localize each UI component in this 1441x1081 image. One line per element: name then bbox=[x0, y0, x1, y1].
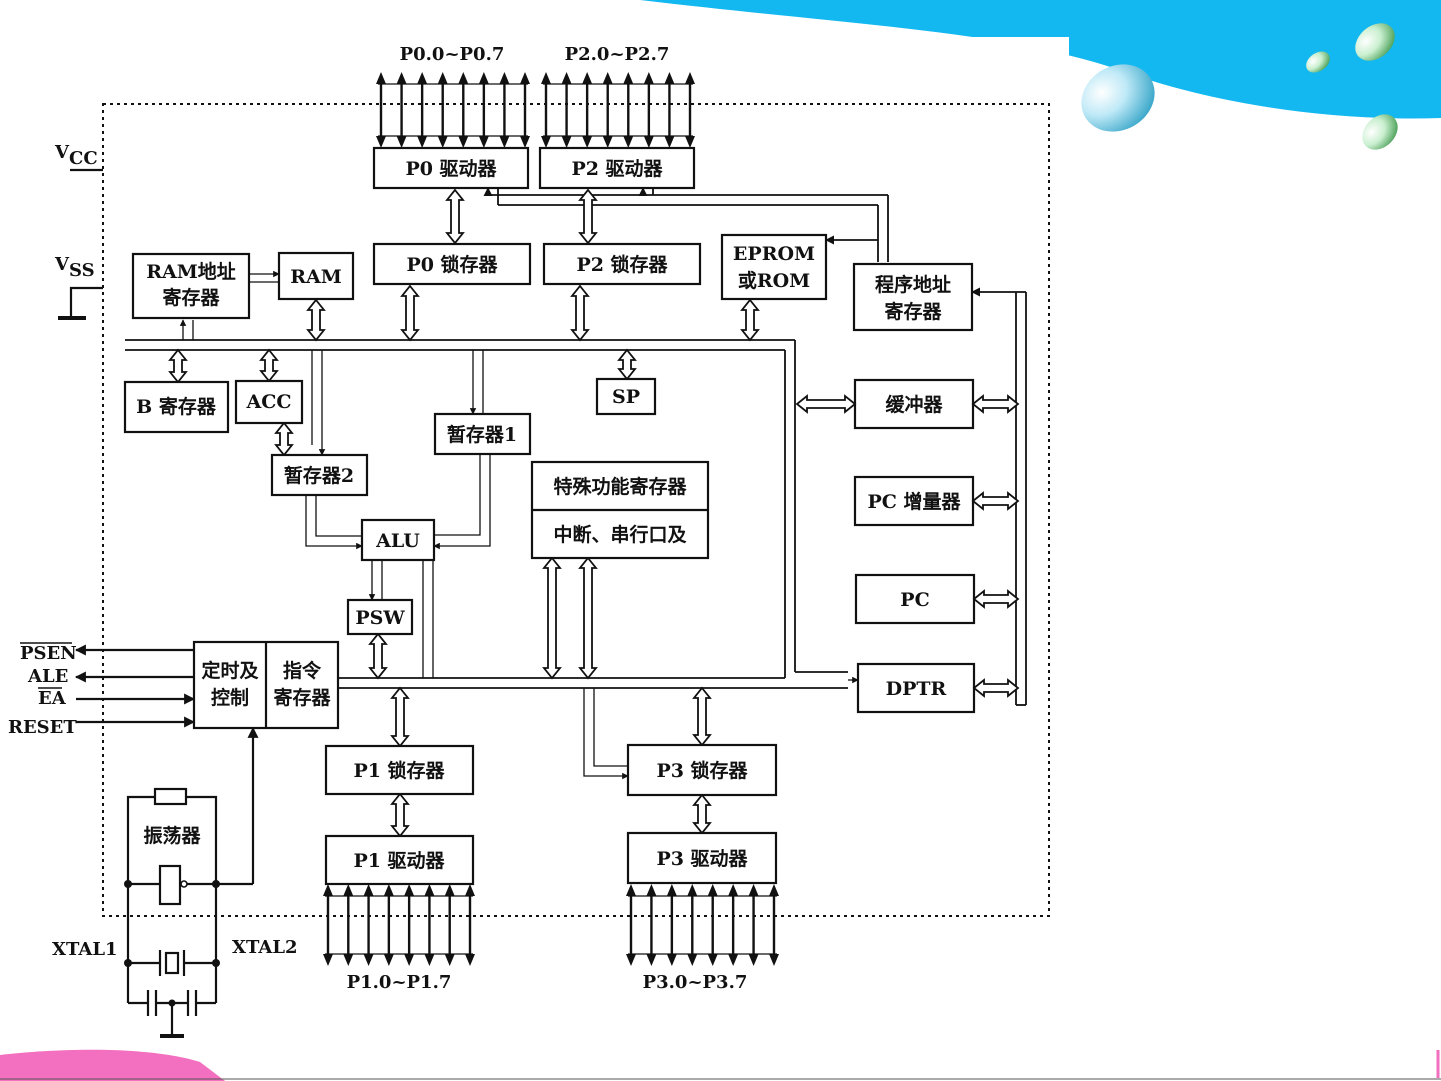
dptr-label: DPTR bbox=[886, 678, 947, 700]
p0-driver-label: P0 驱动器 bbox=[405, 158, 497, 180]
vcc-label: V bbox=[54, 142, 70, 163]
b-register-label: B 寄存器 bbox=[136, 395, 217, 418]
acc-label: ACC bbox=[246, 391, 292, 413]
xtal1-label: XTAL1 bbox=[52, 939, 118, 960]
p0-latch-label: P0 锁存器 bbox=[406, 253, 498, 276]
p2-latch-label: P2 锁存器 bbox=[576, 253, 668, 276]
alu-label: ALU bbox=[375, 530, 420, 552]
p1-pins-label: P1.0~P1.7 bbox=[347, 972, 452, 993]
timing-control-label-2: 控制 bbox=[211, 686, 249, 709]
pc-incrementer-label: PC 增量器 bbox=[867, 490, 961, 513]
ale-signal-label: ALE bbox=[27, 666, 68, 687]
p1-driver-label: P1 驱动器 bbox=[353, 850, 445, 872]
psen-signal-label: PSEN bbox=[20, 643, 77, 664]
program-address-register-label-2: 寄存器 bbox=[884, 300, 942, 323]
temp-register-1-label: 暂存器1 bbox=[447, 423, 517, 446]
p3-latch-label: P3 锁存器 bbox=[656, 759, 748, 782]
ram-label: RAM bbox=[290, 266, 342, 288]
crystal-icon bbox=[166, 953, 178, 973]
pc-label: PC bbox=[900, 589, 929, 611]
vss-label: V bbox=[54, 254, 70, 275]
vss-subscript: SS bbox=[69, 260, 95, 281]
p1-latch-label: P1 锁存器 bbox=[353, 759, 445, 782]
eprom-label-2: 或ROM bbox=[738, 269, 810, 292]
special-function-register-label-1: 特殊功能寄存器 bbox=[553, 475, 687, 498]
temp-register-2-label: 暂存器2 bbox=[284, 464, 354, 487]
reset-signal-label: RESET bbox=[8, 717, 77, 738]
buffer-label: 缓冲器 bbox=[885, 393, 943, 416]
p2-driver-label: P2 驱动器 bbox=[571, 158, 663, 180]
xtal2-label: XTAL2 bbox=[232, 937, 298, 958]
oscillator-label: 振荡器 bbox=[143, 824, 201, 847]
p0-pins-label: P0.0~P0.7 bbox=[400, 44, 505, 65]
vcc-subscript: CC bbox=[69, 148, 98, 169]
p3-pins-label: P3.0~P3.7 bbox=[643, 972, 748, 993]
instruction-register-label-1: 指令 bbox=[283, 659, 322, 682]
timing-control-label-1: 定时及 bbox=[201, 659, 259, 682]
psw-label: PSW bbox=[355, 607, 405, 629]
special-function-register-label-2: 中断、串行口及 bbox=[553, 523, 687, 546]
p2-pins-label: P2.0~P2.7 bbox=[565, 44, 670, 65]
ea-signal-label: EA bbox=[38, 688, 67, 709]
program-address-register-label-1: 程序地址 bbox=[875, 273, 951, 296]
p3-driver-label: P3 驱动器 bbox=[656, 848, 748, 870]
eprom-label-1: EPROM bbox=[733, 243, 815, 265]
ram-address-register-label-1: RAM地址 bbox=[146, 260, 236, 283]
ram-address-register-label-2: 寄存器 bbox=[162, 286, 220, 309]
instruction-register-label-2: 寄存器 bbox=[273, 686, 331, 709]
sp-label: SP bbox=[612, 386, 640, 408]
